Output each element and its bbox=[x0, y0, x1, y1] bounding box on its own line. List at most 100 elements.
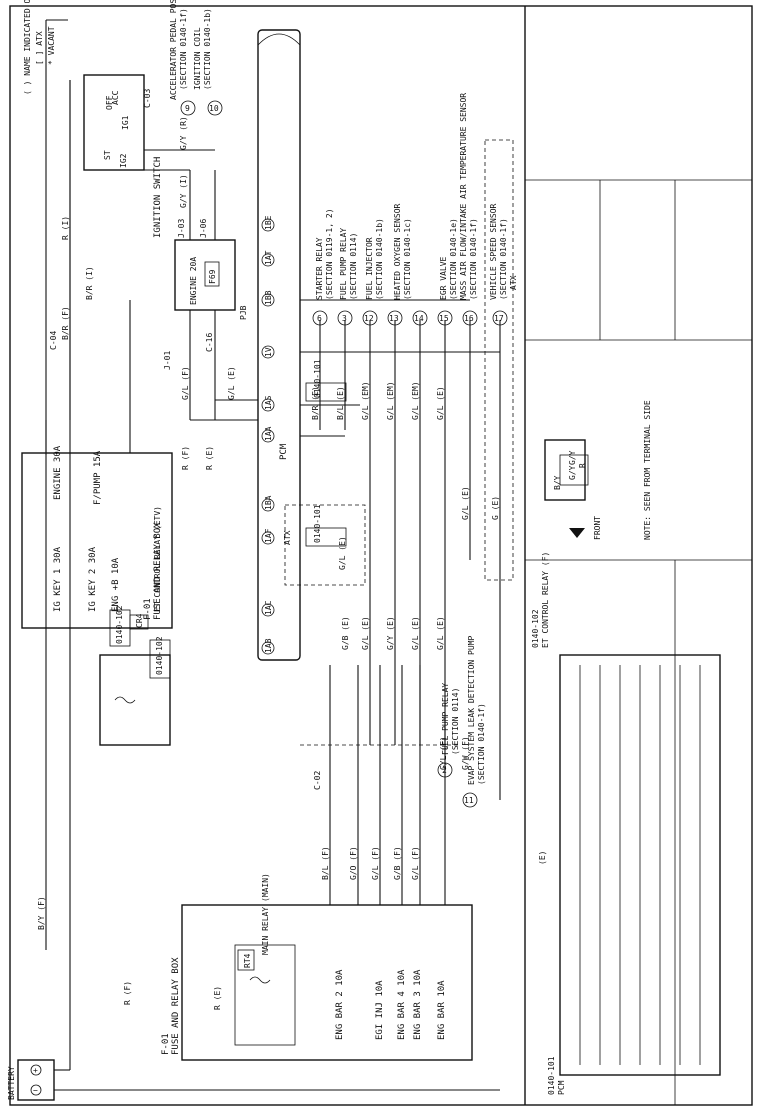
pcm-pins: 1AB 1AC 1AF 1BA 1AA 1AS 1V 1BB 1AT 1BE bbox=[261, 215, 275, 655]
svg-text:EGI INJ 10A: EGI INJ 10A bbox=[375, 980, 385, 1040]
svg-text:G/L (E): G/L (E) bbox=[436, 616, 445, 650]
ignition-switch bbox=[83, 74, 145, 171]
svg-text:G/Y: G/Y bbox=[568, 450, 577, 465]
svg-text:G/L (E): G/L (E) bbox=[338, 536, 347, 570]
note-vacant: * VACANT bbox=[47, 26, 56, 65]
pjb-label: PJB bbox=[239, 305, 248, 320]
svg-text:0140-101: 0140-101 bbox=[313, 504, 322, 543]
relay-panel-label: ET CONTROL RELAY (F) bbox=[541, 552, 550, 648]
svg-text:10: 10 bbox=[209, 104, 219, 113]
main-fuse-box-code: F-01 bbox=[161, 1033, 171, 1055]
main-fuse-relay-box bbox=[181, 904, 473, 1061]
svg-text:6: 6 bbox=[317, 314, 322, 323]
svg-text:G/L (F): G/L (F) bbox=[439, 736, 448, 770]
svg-text:G/L (F): G/L (F) bbox=[411, 846, 420, 880]
svg-text:13: 13 bbox=[389, 314, 399, 323]
svg-text:G (E): G (E) bbox=[491, 496, 500, 520]
svg-text:MASS AIR FLOW/INTAKE AIR TEMPE: MASS AIR FLOW/INTAKE AIR TEMPERATURE SEN… bbox=[459, 93, 468, 300]
svg-text:(SECTION 0140-1c): (SECTION 0140-1c) bbox=[403, 218, 412, 300]
svg-text:R (F): R (F) bbox=[181, 446, 190, 470]
svg-text:ACC: ACC bbox=[111, 90, 120, 105]
svg-text:B/Y (F): B/Y (F) bbox=[37, 896, 46, 930]
svg-text:F/PUMP 15A: F/PUMP 15A bbox=[93, 450, 103, 505]
svg-text:C-04: C-04 bbox=[49, 331, 58, 350]
svg-text:ATX: ATX bbox=[283, 530, 292, 545]
et-relay-code: CR4 bbox=[135, 613, 144, 628]
pcm-connector-grid bbox=[579, 665, 701, 1065]
atx-dashed-box-upper bbox=[284, 504, 366, 586]
main-relay-code-box bbox=[237, 949, 255, 971]
note-name: ( ) NAME INDICATED ON FUSE BOX COVER bbox=[23, 0, 32, 95]
svg-text:1AA: 1AA bbox=[264, 426, 273, 441]
pcm-ref: 0140-101 bbox=[313, 359, 322, 398]
svg-text:(SECTION 0140-1f): (SECTION 0140-1f) bbox=[179, 8, 188, 90]
main-fuse-list: ENG BAR 2 10A EGI INJ 10A ENG BAR 4 10A … bbox=[335, 969, 447, 1040]
et-relay-name: ET CONTROL RELAY (ETV) bbox=[153, 506, 162, 612]
ignition-switch-label: IGNITION SWITCH bbox=[153, 157, 163, 238]
main-relay-code: RT4 bbox=[243, 953, 252, 968]
pjb-fuse: ENGINE 20A bbox=[189, 257, 198, 305]
terminal-side-note: NOTE: SEEN FROM TERMINAL SIDE bbox=[643, 400, 652, 540]
svg-text:B/L (E): B/L (E) bbox=[336, 386, 345, 420]
svg-text:17: 17 bbox=[494, 314, 504, 323]
svg-text:B/L (F): B/L (F) bbox=[321, 846, 330, 880]
svg-text:ENG BAR 4 10A: ENG BAR 4 10A bbox=[397, 969, 407, 1040]
svg-text:HEATED OXYGEN SENSOR: HEATED OXYGEN SENSOR bbox=[393, 203, 402, 300]
upper-fuse-relay-box bbox=[21, 452, 173, 629]
svg-text:14: 14 bbox=[414, 314, 424, 323]
svg-text:ST: ST bbox=[103, 150, 112, 160]
svg-text:C-03: C-03 bbox=[143, 89, 152, 108]
svg-text:(SECTION 0114): (SECTION 0114) bbox=[349, 233, 358, 300]
svg-text:2: 2 bbox=[442, 766, 447, 775]
output-labels: STARTER RELAY (SECTION 0119-1, 2) FUEL P… bbox=[169, 0, 508, 785]
svg-text:B/R (I): B/R (I) bbox=[85, 266, 94, 300]
svg-text:(SECTION 0140-1f): (SECTION 0140-1f) bbox=[477, 703, 486, 785]
pcm-connector-face bbox=[559, 654, 721, 1076]
svg-text:G/L (E): G/L (E) bbox=[436, 386, 445, 420]
relay-panel-ref: 0140-102 bbox=[531, 609, 540, 648]
svg-text:12: 12 bbox=[364, 314, 374, 323]
battery-label: BATTERY bbox=[7, 1066, 16, 1100]
svg-text:G/L (F): G/L (F) bbox=[371, 846, 380, 880]
svg-text:G/L (F): G/L (F) bbox=[181, 366, 190, 400]
svg-text:J-01: J-01 bbox=[163, 351, 172, 370]
svg-text:(SECTION 0140-1e): (SECTION 0140-1e) bbox=[449, 218, 458, 300]
svg-text:G/L (E): G/L (E) bbox=[461, 486, 470, 520]
svg-text:1AT: 1AT bbox=[264, 250, 273, 265]
pcm-panel-ref: 0140-101 bbox=[547, 1056, 556, 1095]
svg-text:ENG BAR 10A: ENG BAR 10A bbox=[437, 980, 447, 1040]
svg-text:FUEL PUMP RELAY: FUEL PUMP RELAY bbox=[339, 228, 348, 300]
svg-text:ENG BAR 2 10A: ENG BAR 2 10A bbox=[335, 969, 345, 1040]
front-arrow-icon bbox=[569, 528, 585, 538]
battery: + − BATTERY bbox=[7, 1059, 55, 1101]
main-relay bbox=[234, 944, 296, 1046]
svg-text:C-16: C-16 bbox=[205, 333, 214, 352]
atx-dashed-box-right bbox=[484, 139, 514, 581]
svg-text:IG KEY 1 30A: IG KEY 1 30A bbox=[53, 546, 63, 612]
pcm-panel-label: PCM bbox=[557, 1080, 566, 1095]
diagram-frame bbox=[9, 5, 753, 1106]
svg-text:0140-102: 0140-102 bbox=[155, 636, 164, 675]
main-relay-name: MAIN RELAY (MAIN) bbox=[261, 873, 270, 955]
svg-text:−: − bbox=[33, 1086, 38, 1095]
svg-text:G/L (EM): G/L (EM) bbox=[361, 381, 370, 420]
et-control-relay bbox=[99, 654, 171, 746]
svg-text:G/B (E): G/B (E) bbox=[341, 616, 350, 650]
svg-text:J-03: J-03 bbox=[177, 219, 186, 238]
svg-text:ENG +B 10A: ENG +B 10A bbox=[111, 557, 121, 612]
svg-text:15: 15 bbox=[439, 314, 449, 323]
svg-text:G/Y (R): G/Y (R) bbox=[179, 116, 188, 150]
svg-text:ENGINE 30A: ENGINE 30A bbox=[53, 445, 63, 500]
svg-text:1AF: 1AF bbox=[264, 528, 273, 543]
svg-text:IG KEY 2 30A: IG KEY 2 30A bbox=[88, 546, 98, 612]
svg-text:G/L (EM): G/L (EM) bbox=[386, 381, 395, 420]
svg-text:1BE: 1BE bbox=[264, 215, 273, 230]
svg-text:G/L (E): G/L (E) bbox=[361, 616, 370, 650]
svg-text:FRONT: FRONT bbox=[593, 516, 602, 540]
pjb-block bbox=[174, 239, 236, 311]
svg-text:G/W (F): G/W (F) bbox=[461, 736, 470, 770]
svg-text:11: 11 bbox=[464, 796, 474, 805]
svg-text:+: + bbox=[33, 1066, 38, 1075]
